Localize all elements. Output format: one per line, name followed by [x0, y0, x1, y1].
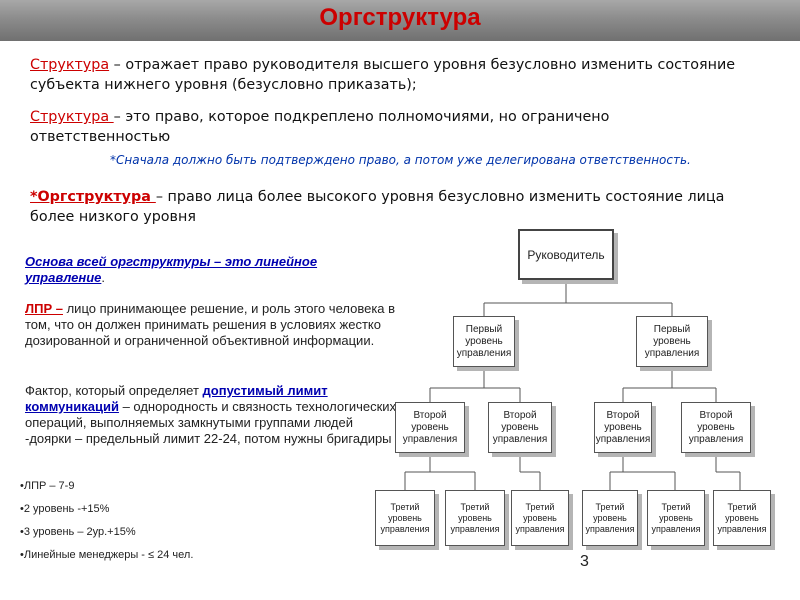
org-box-level3: Третий уровень управления: [713, 490, 771, 546]
term-structure: Структура: [30, 57, 110, 73]
period: .: [101, 270, 105, 285]
page-number: 3: [580, 553, 589, 570]
footnote: *Сначала должно быть подтверждено право,…: [110, 153, 691, 167]
org-box-level2: Второй уровень управления: [488, 402, 552, 453]
title-bar: Оргструктура: [0, 0, 800, 41]
term-orgstructure: Оргструктура: [37, 189, 156, 205]
paragraph-orgstructure: *Оргструктура – право лица более высоког…: [30, 187, 770, 227]
linear-management-text: Основа всей оргструктуры – это линейное …: [25, 254, 318, 285]
lpr-description: лицо принимающее решение, и роль этого ч…: [25, 301, 396, 348]
basis-text: Основа всей оргструктуры – это линейное …: [25, 254, 395, 286]
org-box-level2: Второй уровень управления: [681, 402, 751, 453]
factor-description: – однородность и связность технологическ…: [25, 399, 397, 446]
lpr-term: ЛПР –: [25, 301, 63, 316]
org-box-level3: Третий уровень управления: [582, 490, 638, 546]
factor-text: Фактор, который определяет допустимый ли…: [25, 383, 397, 447]
bullet-list: •ЛПР – 7-9 •2 уровень -+15% •3 уровень –…: [20, 480, 193, 572]
paragraph-structure-2: Структура – это право, которое подкрепле…: [30, 107, 750, 147]
asterisk: *: [30, 189, 38, 205]
paragraph-text: – отражает право руководителя высшего ур…: [30, 57, 736, 93]
slide-title: Оргструктура: [319, 4, 481, 31]
list-item: •3 уровень – 2ур.+15%: [20, 526, 136, 538]
list-item: •ЛПР – 7-9: [20, 480, 75, 492]
list-item: •Линейные менеджеры - ≤ 24 чел.: [20, 549, 194, 561]
org-box-level3: Третий уровень управления: [445, 490, 505, 546]
org-box-leader: Руководитель: [518, 229, 614, 280]
org-box-level2: Второй уровень управления: [395, 402, 465, 453]
paragraph-text: – право лица более высокого уровня безус…: [30, 189, 725, 225]
org-box-level1: Первый уровень управления: [636, 316, 708, 367]
lpr-text: ЛПР – лицо принимающее решение, и роль э…: [25, 301, 400, 349]
org-box-level1: Первый уровень управления: [453, 316, 515, 367]
communication-limit-term: допустимый лимит коммуникаций: [25, 383, 328, 414]
org-box-level3: Третий уровень управления: [375, 490, 435, 546]
term-structure: Структура: [30, 109, 114, 125]
org-box-level2: Второй уровень управления: [594, 402, 652, 453]
paragraph-text: – это право, которое подкреплено полномо…: [30, 109, 610, 145]
paragraph-structure-1: Структура – отражает право руководителя …: [30, 55, 750, 95]
org-box-level3: Третий уровень управления: [647, 490, 705, 546]
list-item: •2 уровень -+15%: [20, 503, 110, 515]
factor-prefix: Фактор, который определяет: [25, 383, 203, 398]
org-box-level3: Третий уровень управления: [511, 490, 569, 546]
